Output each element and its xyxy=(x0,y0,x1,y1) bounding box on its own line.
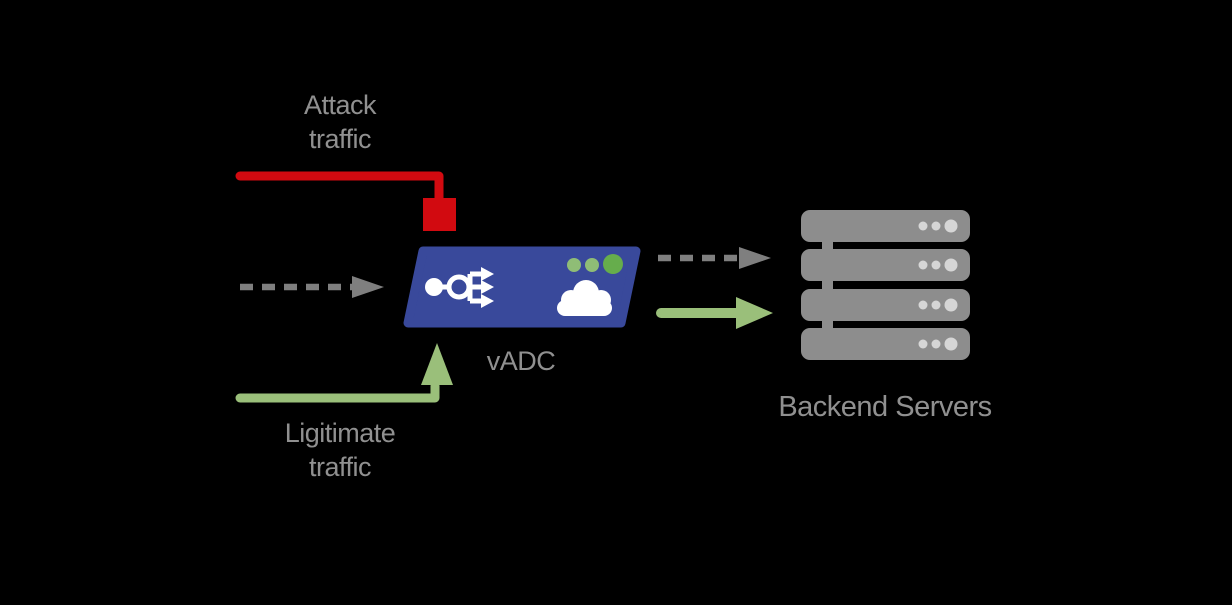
legitimate-traffic-label-line1: Ligitimate xyxy=(284,418,396,448)
vadc-label: vADC xyxy=(486,346,556,376)
incoming-dashed-arrow xyxy=(240,276,384,298)
server-unit xyxy=(801,249,970,281)
server-unit xyxy=(801,289,970,321)
outgoing-green-arrow xyxy=(656,297,773,329)
attack-traffic-label: Attack traffic xyxy=(240,88,440,156)
legitimate-traffic-label: Ligitimate traffic xyxy=(240,416,440,484)
outgoing-dashed-arrow xyxy=(658,247,771,269)
cloud-icon xyxy=(557,280,612,316)
server-unit xyxy=(801,210,970,242)
green-arrow-head xyxy=(736,297,773,329)
dashed-arrow-head xyxy=(739,247,771,269)
status-dot xyxy=(585,258,599,272)
attack-traffic-line xyxy=(235,171,444,203)
status-dot xyxy=(603,254,623,274)
vadc-node xyxy=(403,246,641,328)
backend-servers-label: Backend Servers xyxy=(778,391,992,423)
attack-traffic-label-line1: Attack xyxy=(303,90,377,120)
green-arrow-shaft xyxy=(235,381,440,403)
legitimate-traffic-label-line2: traffic xyxy=(308,452,372,482)
server-unit xyxy=(801,328,970,360)
blocked-square-icon xyxy=(423,198,456,231)
status-dots-icon xyxy=(567,254,623,274)
load-balancer-icon xyxy=(425,267,494,308)
server-rack-connector xyxy=(822,216,833,354)
status-dot xyxy=(567,258,581,272)
server-stack-icon xyxy=(801,210,970,360)
attack-traffic-label-line2: traffic xyxy=(308,124,372,154)
dashed-arrow-head xyxy=(352,276,384,298)
attack-traffic-flow xyxy=(235,171,456,231)
legitimate-traffic-arrow xyxy=(235,343,453,403)
green-arrow-head-up xyxy=(421,343,453,385)
